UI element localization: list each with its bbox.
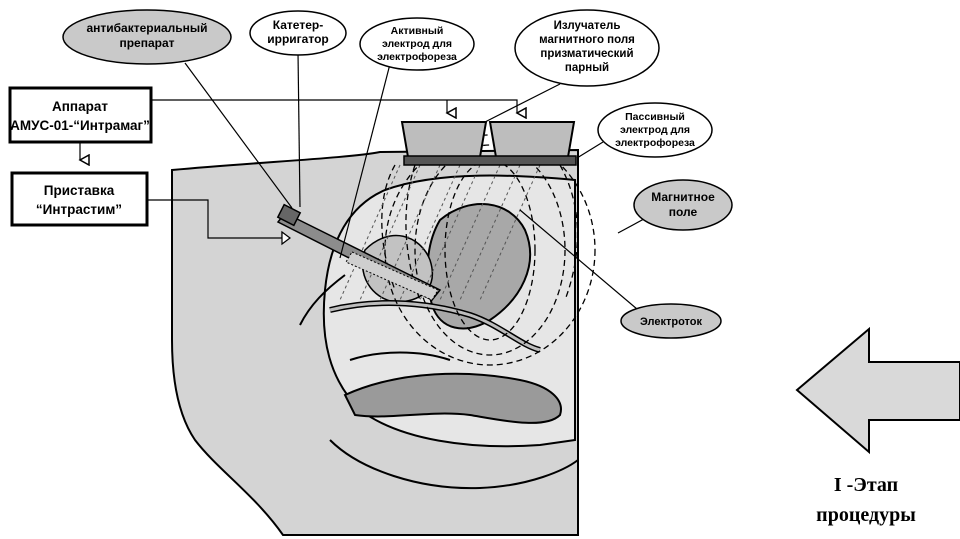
passive-electrode-label-line3: электрофореза — [615, 137, 695, 149]
catheter-label-line1: Катетер- — [273, 18, 323, 32]
arrow-left-icon — [797, 329, 960, 452]
attachment-label-line1: Приставка — [44, 183, 115, 198]
passive-electrode-label-line2: электрод для — [620, 124, 690, 136]
emitter-label-line2: магнитного поля — [539, 34, 635, 46]
label-emitter: Излучатель магнитного поля призматически… — [515, 10, 659, 86]
emitter-label-line4: парный — [565, 62, 609, 74]
label-magnetic-field: Магнитное поле — [634, 180, 732, 230]
emitter-label-line1: Излучатель — [554, 20, 621, 32]
label-active-electrode: Активный электрод для электрофореза — [360, 18, 474, 70]
label-electrocurrent: Электроток — [621, 304, 721, 338]
emitter-left-block — [402, 122, 486, 157]
label-catheter: Катетер- ирригатор — [250, 11, 346, 55]
emitter-right-block — [490, 122, 574, 157]
magnetic-emitter — [402, 122, 576, 165]
active-electrode-label-line3: электрофореза — [377, 51, 457, 63]
stage-title-line2: процедуры — [816, 504, 916, 526]
active-electrode-label-line2: электрод для — [382, 38, 452, 50]
passive-electrode-plate — [404, 156, 576, 165]
box-attachment: Приставка “Интрастим” — [12, 173, 147, 225]
catheter-label-line2: ирригатор — [267, 32, 328, 46]
antibacterial-label-line2: препарат — [119, 36, 174, 50]
electrocurrent-label: Электроток — [640, 316, 703, 328]
label-antibacterial: антибактериальный препарат — [63, 10, 231, 64]
active-electrode-label-line1: Активный — [391, 25, 444, 37]
apparatus-label-line1: Аппарат — [52, 99, 108, 114]
attachment-label-line2: “Интрастим” — [36, 202, 122, 217]
box-apparatus: Аппарат АМУС-01-“Интрамаг” — [10, 88, 151, 142]
stage-title-line1: I -Этап — [834, 474, 898, 496]
anatomy-illustration — [172, 150, 578, 535]
apparatus-label-line2: АМУС-01-“Интрамаг” — [10, 118, 150, 133]
emitter-label-line3: призматический — [540, 48, 633, 60]
antibacterial-label-line1: антибактериальный — [86, 21, 207, 35]
magnetic-field-label-line2: поле — [669, 205, 698, 219]
label-passive-electrode: Пассивный электрод для электрофореза — [598, 103, 712, 157]
passive-electrode-label-line1: Пассивный — [625, 111, 685, 123]
magnetic-field-label-line1: Магнитное — [651, 190, 715, 204]
